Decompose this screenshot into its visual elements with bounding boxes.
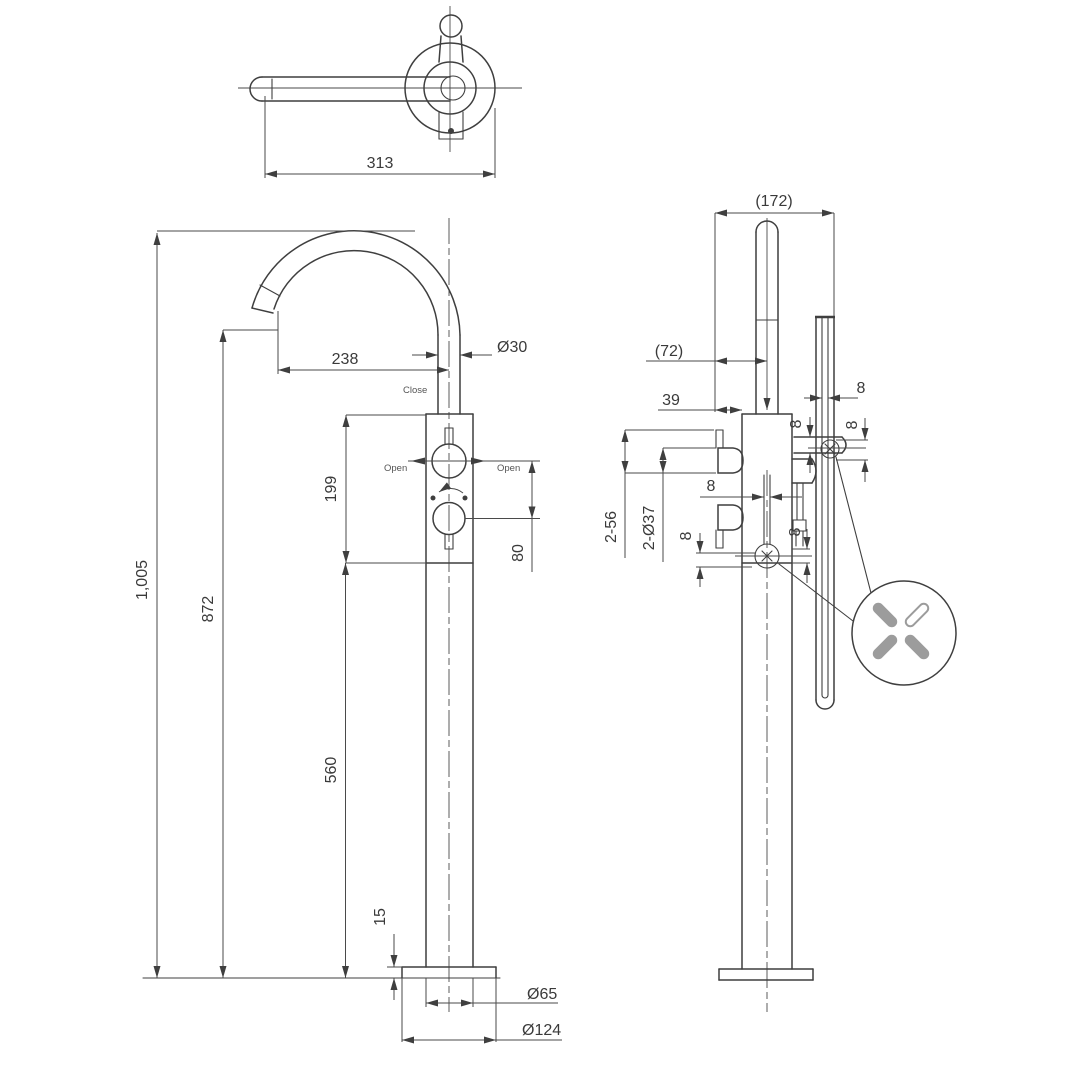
dim-label-dia65: Ø65 <box>527 986 557 1003</box>
detail-view <box>778 456 957 686</box>
dim-label-39: 39 <box>662 392 680 409</box>
dim-2-56: 2-56 <box>603 429 716 558</box>
detail-bar-bottom-right <box>904 634 930 660</box>
dim-label-172: (172) <box>755 193 792 210</box>
dim-label-8d: 8 <box>707 478 716 495</box>
dim-label-8c: 8 <box>844 420 861 429</box>
front-lower-handle <box>430 482 540 550</box>
dim-label-872: 872 <box>200 596 217 623</box>
dim-label-2-56: 2-56 <box>603 511 620 543</box>
detail-cross-pattern <box>872 602 930 660</box>
dim-8-bracket-bar: 8 <box>788 417 814 473</box>
front-upper-handle <box>408 427 540 479</box>
dim-8-handset-tube: 8 <box>804 380 866 402</box>
side-lower-handle <box>715 504 744 549</box>
dim-label-2-dia37: 2-Ø37 <box>641 506 658 551</box>
detail-bar-top-left <box>872 602 898 628</box>
dim-label-8b: 8 <box>788 419 805 428</box>
side-hose-outlet-target <box>735 543 812 569</box>
dim-15: 15 <box>372 908 403 1000</box>
detail-leader-upper <box>835 456 872 594</box>
side-body-column <box>741 413 793 970</box>
dim-label-1005: 1,005 <box>134 560 151 600</box>
top-view-centerlines <box>238 6 522 152</box>
side-spout <box>755 220 779 415</box>
detail-circle <box>851 580 957 686</box>
top-view-handle <box>438 14 464 140</box>
front-spout <box>251 230 461 415</box>
dim-dia30: Ø30 <box>412 339 527 359</box>
side-handset <box>815 315 835 710</box>
dim-label-8f: 8 <box>787 527 804 536</box>
dim-label-313: 313 <box>367 155 394 172</box>
top-view: 313 <box>238 6 522 178</box>
front-view: Close Open Open 1,005 872 560 <box>134 218 562 1044</box>
dim-872: 872 <box>200 329 278 978</box>
dim-80: 80 <box>510 461 536 572</box>
dim-199: 199 <box>323 414 426 564</box>
front-base <box>142 966 501 979</box>
dim-label-72: (72) <box>655 343 683 360</box>
dim-8-stem-offset: 8 <box>678 531 756 587</box>
dim-8-internal-tube: 8 <box>700 478 802 501</box>
dim-72: (72) <box>646 343 767 365</box>
dim-label-dia30: Ø30 <box>497 339 527 356</box>
open-label-right: Open <box>497 463 520 474</box>
dim-label-15: 15 <box>372 908 389 926</box>
dim-8-hose-fitting: 8 <box>787 527 811 583</box>
close-label: Close <box>403 385 427 396</box>
dim-label-560: 560 <box>323 757 340 784</box>
dim-560: 560 <box>323 563 349 978</box>
open-direction-arrow-right <box>471 457 485 465</box>
dim-label-dia124: Ø124 <box>522 1022 561 1039</box>
close-direction-arc <box>438 482 464 494</box>
dim-label-8a: 8 <box>857 380 866 397</box>
dim-label-238: 238 <box>332 351 359 368</box>
bracket-pivot-target <box>820 439 840 459</box>
dim-label-80: 80 <box>510 544 527 562</box>
dim-dia124: Ø124 <box>401 978 562 1044</box>
dim-label-8e: 8 <box>678 531 695 540</box>
side-handset-bracket <box>793 436 866 459</box>
detail-bar-bottom-left <box>872 634 898 660</box>
detail-leader-lower <box>778 563 854 622</box>
dim-dia65: Ø65 <box>425 978 558 1007</box>
dim-8-bracket-pin: 8 <box>836 418 869 482</box>
dim-39: 39 <box>658 392 742 414</box>
dim-2-dia37: 2-Ø37 <box>641 447 716 562</box>
side-upper-handle <box>715 429 744 474</box>
dim-label-199: 199 <box>323 476 340 503</box>
open-label-left: Open <box>384 463 407 474</box>
side-view: (172) (72) 39 2-56 2-Ø37 <box>603 193 869 1012</box>
dim-313: 313 <box>264 96 496 178</box>
side-base <box>718 968 814 981</box>
dim-238: 238 <box>277 311 449 374</box>
dim-172: (172) <box>714 193 835 412</box>
detail-bar-top-right <box>904 602 930 628</box>
open-direction-arrow-left <box>411 457 425 465</box>
dim-1005: 1,005 <box>134 230 415 978</box>
front-body-column <box>425 413 474 968</box>
